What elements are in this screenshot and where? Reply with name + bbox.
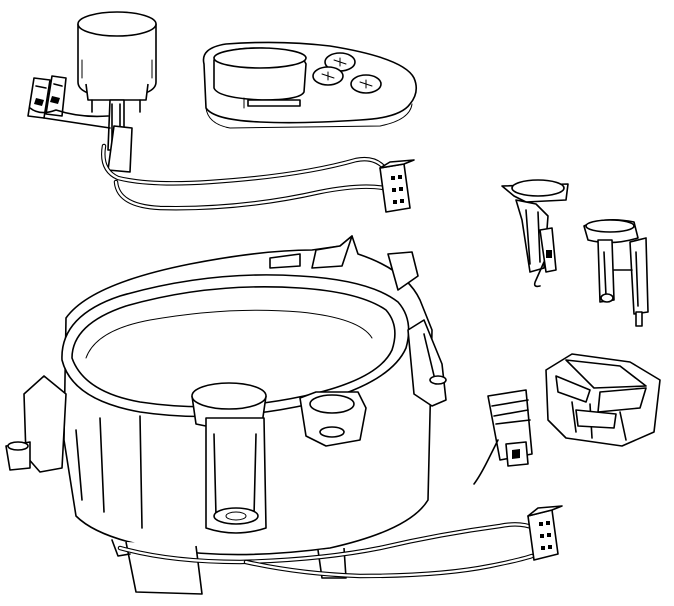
bracket-clip bbox=[545, 353, 661, 447]
base-housing bbox=[5, 235, 447, 595]
upper-wiring-harness bbox=[101, 143, 415, 213]
lid-switch-large bbox=[501, 179, 569, 288]
lower-wiring-harness bbox=[117, 505, 563, 579]
motor-assembly bbox=[27, 11, 157, 173]
terminal-connector-small bbox=[473, 389, 533, 485]
lid-switch-small bbox=[583, 218, 649, 327]
control-panel bbox=[202, 41, 418, 129]
